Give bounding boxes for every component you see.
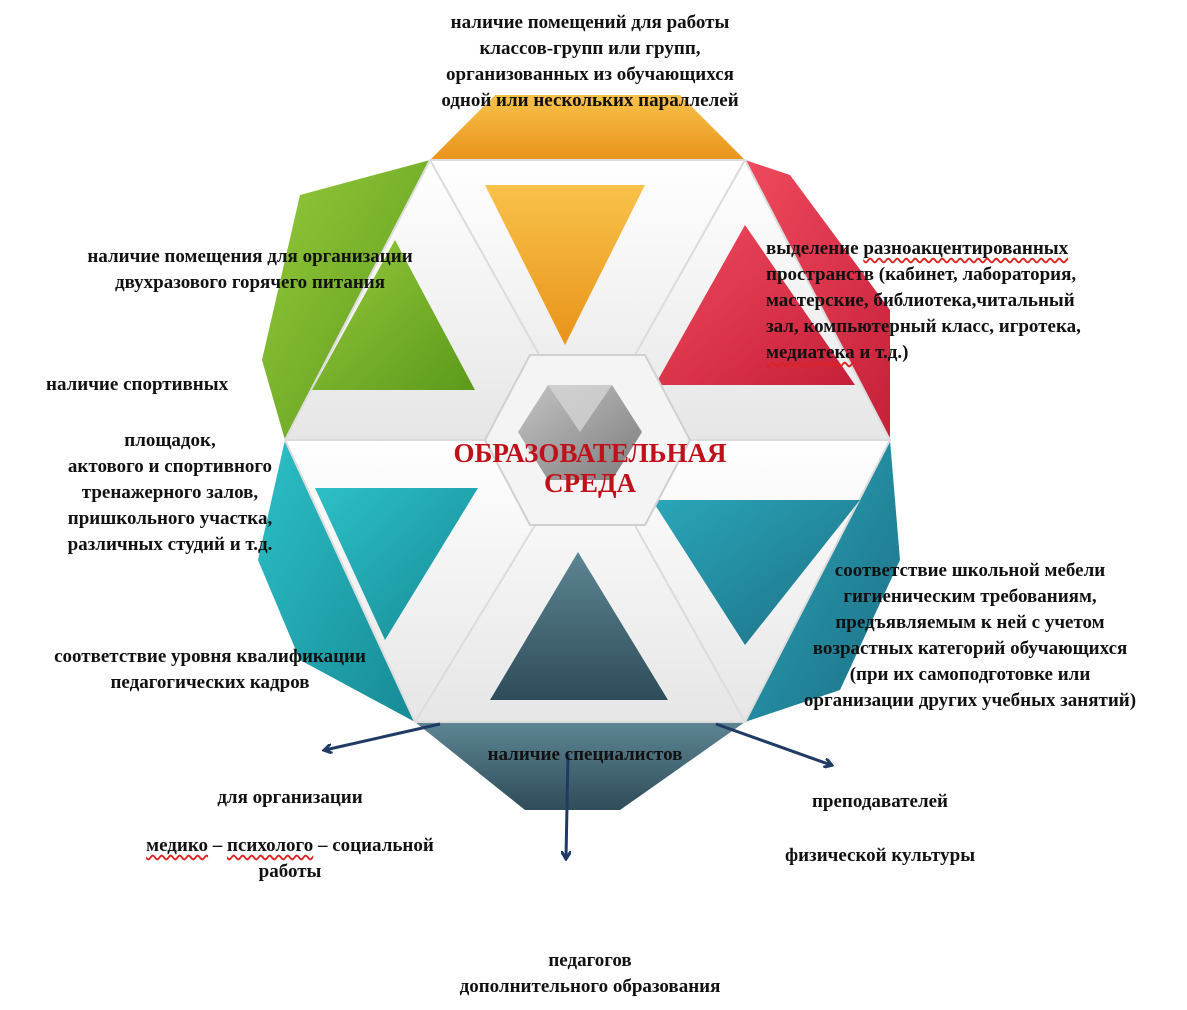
teal-left-edge-facet [258, 440, 415, 722]
teal-right-triangle [652, 500, 860, 645]
center-hexagon [518, 385, 642, 480]
arrows [325, 722, 831, 858]
green-edge-facet [262, 160, 430, 440]
slate-triangle [490, 552, 668, 700]
orange-triangle [485, 185, 645, 345]
label-medical-work: для организации медико – психолого – соц… [146, 787, 434, 882]
label-spaces: выделение разноакцентированных пространс… [766, 238, 1081, 363]
green-triangle [312, 240, 475, 390]
label-sports-title: наличие спортивных [46, 374, 229, 395]
label-specialists: наличие специалистов [487, 744, 683, 765]
orange-edge-facet [430, 95, 745, 160]
label-hot-meals: наличие помещения для организации двухра… [87, 246, 413, 293]
teal-right-edge-facet [745, 440, 900, 722]
arrow-additional [566, 753, 568, 858]
label-pe-teachers: преподавателей физической культуры [784, 791, 976, 866]
arrow-medical [325, 722, 441, 750]
center-hexagon-highlight [548, 385, 612, 432]
label-qualification: соответствие уровня квалификации педагог… [54, 646, 366, 693]
teal-left-triangle [315, 488, 478, 640]
label-sports-list: площадок, актового и спортивного тренаже… [67, 430, 273, 555]
red-triangle [655, 225, 855, 385]
label-additional-education: педагогов дополнительного образования [459, 950, 721, 997]
arrow-pe [715, 722, 831, 765]
center-title: ОБРАЗОВАТЕЛЬНАЯ СРЕДА [453, 438, 727, 498]
label-furniture: соответствие школьной мебели гигиеническ… [803, 560, 1137, 711]
label-premises-for-classes: наличие помещений для работы классов-гру… [441, 12, 739, 111]
slate-edge-facet [415, 722, 745, 810]
